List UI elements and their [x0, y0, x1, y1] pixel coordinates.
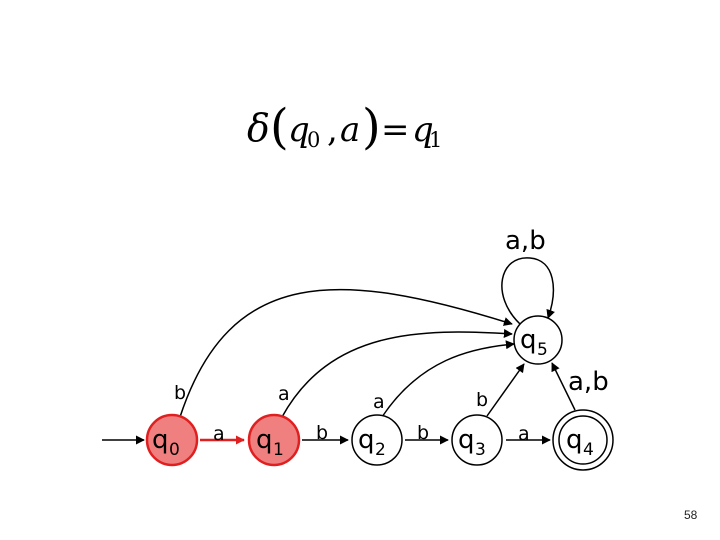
transition-labels: a b b a b a a b a,b a,b — [174, 226, 609, 445]
state-q5: q 5 — [513, 315, 563, 365]
label-q3-q5: b — [476, 389, 488, 411]
edge-q0-q5 — [179, 288, 513, 418]
edge-q5-self-loop — [501, 257, 555, 325]
label-q2-q5: a — [373, 391, 385, 413]
state-q3: q 3 — [451, 414, 503, 466]
state-q2: q 2 — [351, 414, 403, 466]
label-q5-loop: a,b — [505, 226, 546, 256]
state-q3-name: q — [458, 425, 475, 455]
state-q2-name: q — [358, 425, 375, 455]
state-q1: q 1 — [247, 413, 301, 467]
state-q4-inner-circle — [558, 415, 608, 465]
state-q3-circle — [451, 414, 503, 466]
label-q3-q4: a — [518, 423, 530, 445]
label-q1-q5: a — [278, 383, 290, 405]
formula-state-sub: 0 — [307, 128, 320, 152]
formula-result-sub: 1 — [429, 128, 442, 152]
state-q1-name: q — [256, 425, 273, 455]
state-q5-sub: 5 — [537, 340, 548, 360]
state-q1-circle — [247, 413, 301, 467]
formula-result: q — [412, 110, 434, 150]
state-q0-circle — [145, 413, 199, 467]
edge-q4-q5 — [551, 362, 576, 411]
edge-q1-q5 — [281, 328, 513, 418]
states: q 0 q 1 q 2 q 3 q 4 q 5 — [145, 315, 614, 471]
state-q0-name: q — [152, 425, 169, 455]
formula-equals: = — [381, 110, 410, 150]
state-q2-sub: 2 — [375, 440, 386, 460]
formula-close-paren: ) — [362, 99, 381, 155]
formula-open-paren: ( — [270, 99, 289, 155]
state-q3-sub: 3 — [475, 440, 486, 460]
label-q0-q1: a — [213, 423, 225, 445]
state-q1-sub: 1 — [273, 440, 284, 460]
state-q4-sub: 4 — [583, 440, 594, 460]
page-number: 58 — [684, 508, 698, 522]
state-q2-circle — [351, 414, 403, 466]
formula-delta: δ — [247, 106, 270, 150]
label-q0-q5: b — [174, 382, 186, 404]
label-q1-q2: b — [316, 422, 328, 444]
label-q2-q3: b — [417, 422, 429, 444]
state-q4: q 4 — [552, 409, 614, 471]
state-q0-sub: 0 — [169, 440, 180, 460]
label-q4-q5: a,b — [568, 367, 609, 397]
transitions — [102, 257, 576, 445]
edge-q2-q5 — [381, 340, 515, 418]
state-q5-circle — [513, 315, 563, 365]
state-q4-name: q — [566, 425, 583, 455]
state-q5-name: q — [520, 325, 537, 355]
formula-symbol: a — [340, 110, 360, 150]
state-q0: q 0 — [145, 413, 199, 467]
formula-state: q — [288, 110, 310, 150]
edge-q3-q5 — [486, 363, 525, 417]
formula-comma: , — [327, 110, 338, 150]
transition-formula: δ ( q 0 , a ) = q 1 — [247, 99, 442, 155]
